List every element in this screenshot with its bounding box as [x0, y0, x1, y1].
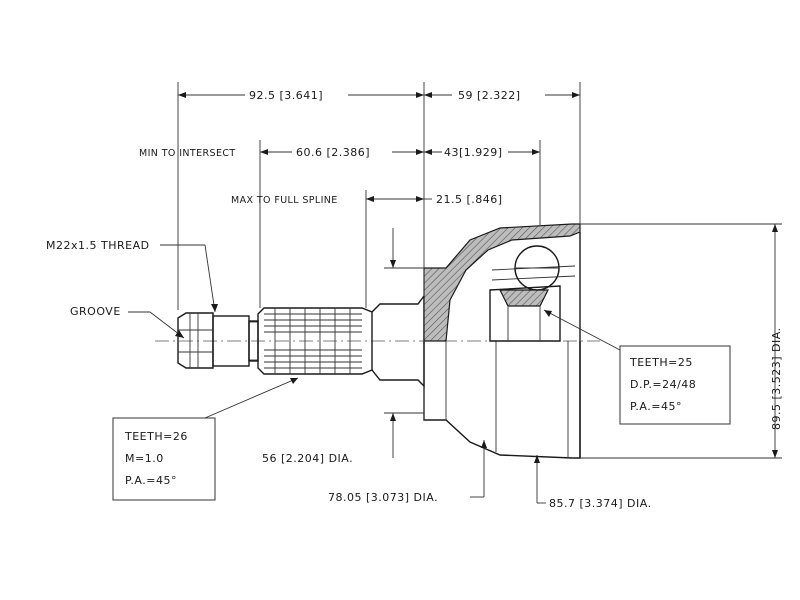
dimension-row-second: [259, 140, 541, 308]
label-max-to-full-spline: MAX TO FULL SPLINE: [231, 195, 338, 206]
groove-leader: [128, 311, 185, 339]
dim-43: 43[1.929]: [444, 146, 503, 159]
thread-leader: [160, 244, 218, 313]
dim-78-dia: 78.05 [3.073] DIA.: [328, 491, 438, 504]
dim-overall-right: 59 [2.322]: [458, 89, 521, 102]
spec-right-teeth: TEETH=25: [629, 356, 693, 369]
dim-56-leaders: [384, 228, 424, 458]
spec-left-teeth: TEETH=26: [124, 430, 188, 443]
spec-right-dp: D.P.=24/48: [630, 378, 696, 391]
dim-78-leaders: [470, 440, 487, 498]
dim-89-dia: 89.5 [3.523] DIA.: [770, 327, 783, 430]
spec-left-module: M=1.0: [125, 452, 164, 465]
callout-groove: GROOVE: [70, 305, 121, 318]
dim-56-dia: 56 [2.204] DIA.: [262, 452, 353, 465]
dim-overall-left: 92.5 [3.641]: [249, 89, 323, 102]
spec-left-pa: P.A.=45°: [125, 474, 177, 487]
label-min-to-intersect: MIN TO INTERSECT: [139, 148, 236, 159]
dim-85-leaders: [534, 455, 546, 504]
bell-housing: [423, 223, 581, 459]
inner-race: [489, 245, 576, 342]
dim-89-leaders: [580, 223, 782, 459]
dim-max-to-full-spline: 21.5 [.846]: [436, 193, 503, 206]
dimension-row-third: [365, 190, 432, 308]
dimension-row-top: [177, 82, 581, 310]
spec-box-right: [543, 309, 731, 425]
dim-85-dia: 85.7 [3.374] DIA.: [549, 497, 652, 510]
spec-right-pa: P.A.=45°: [630, 400, 682, 413]
threaded-end: [177, 312, 259, 369]
dim-min-to-intersect: 60.6 [2.386]: [296, 146, 370, 159]
spec-box-left: [112, 377, 299, 501]
callout-thread: M22x1.5 THREAD: [46, 239, 150, 252]
